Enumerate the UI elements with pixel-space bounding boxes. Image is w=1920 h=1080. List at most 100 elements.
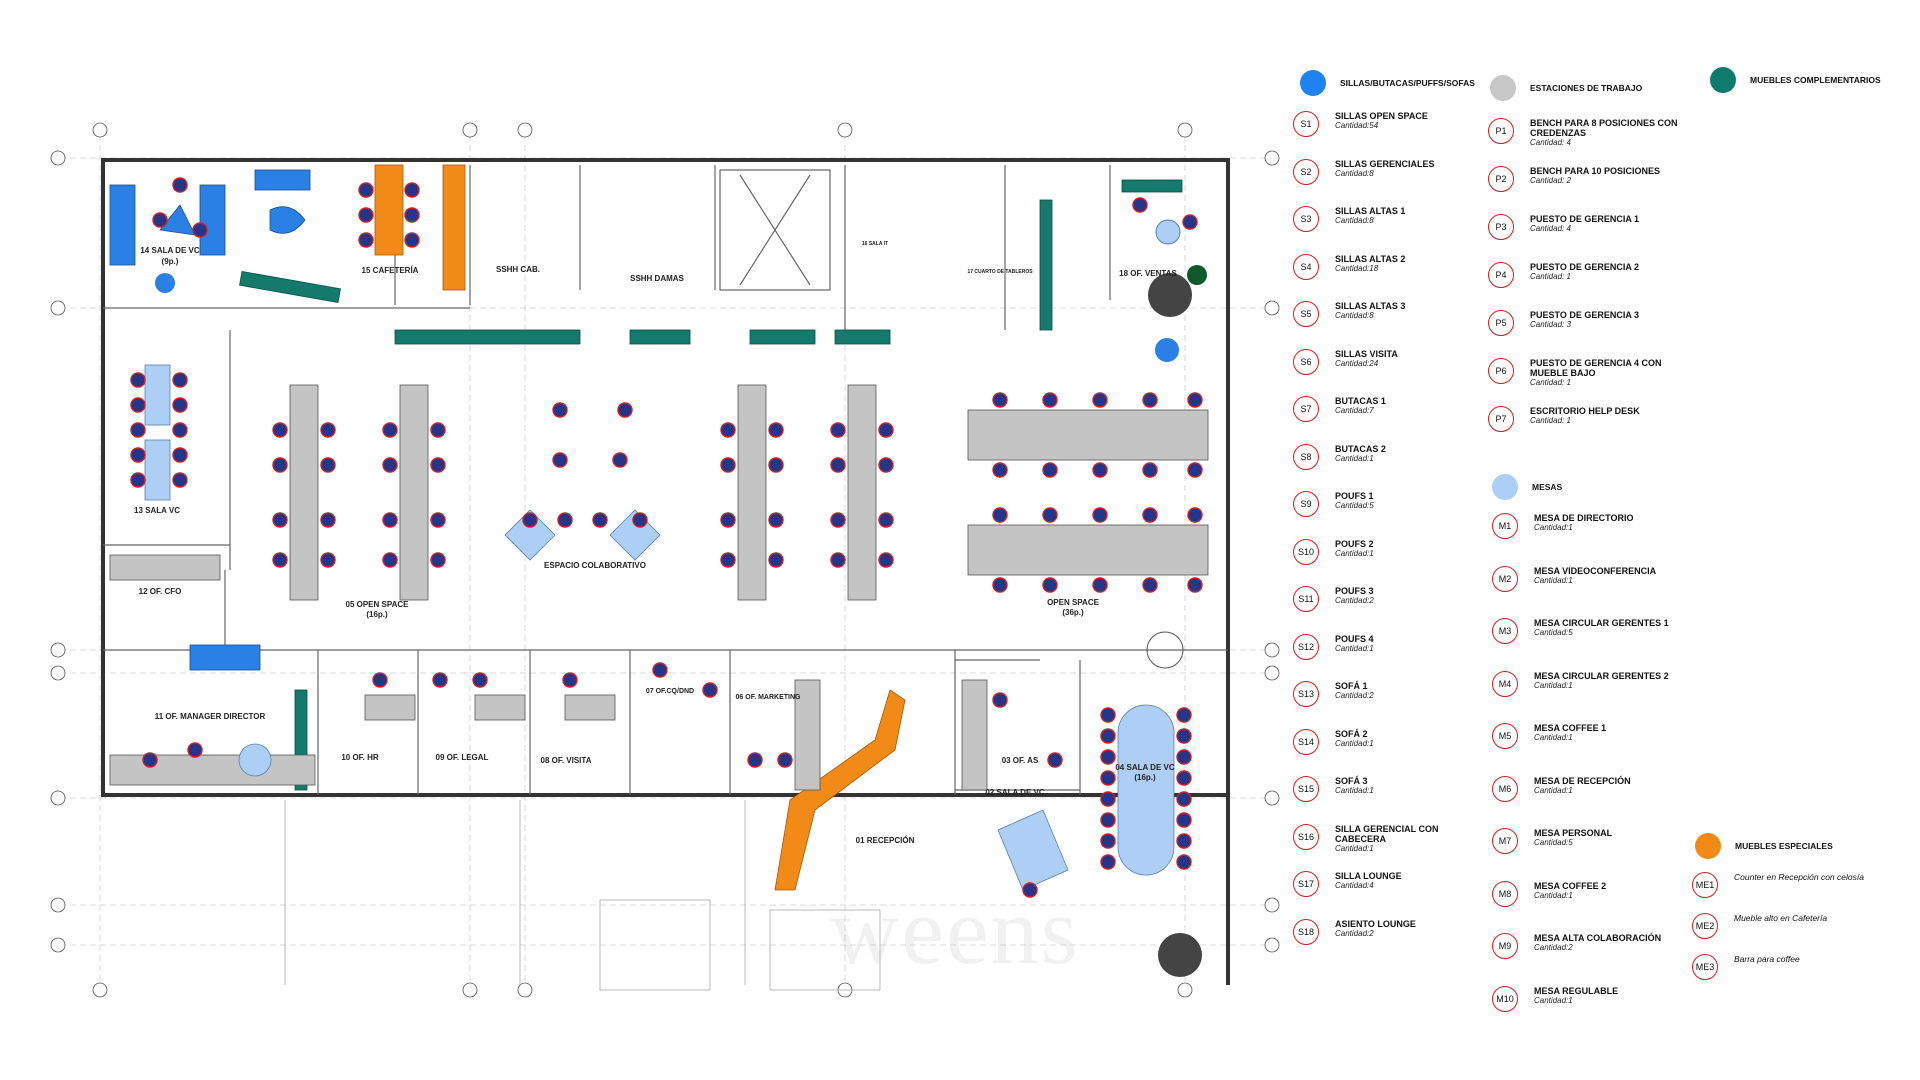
chair-marker	[992, 577, 1008, 593]
room-06-label: 06 OF. MARKETING	[736, 694, 802, 701]
chair-marker	[1100, 749, 1116, 765]
chair-marker	[612, 452, 628, 468]
chair-marker	[1092, 577, 1108, 593]
chair-marker	[1100, 728, 1116, 744]
furniture-teal	[239, 179, 1183, 791]
chair-marker	[272, 512, 288, 528]
chair-marker	[430, 422, 446, 438]
interior-walls	[103, 165, 1228, 795]
room-sshh-cab-label: SSHH CAB.	[496, 265, 540, 274]
chair-marker	[562, 672, 578, 688]
chair-markers	[130, 177, 1203, 898]
chair-marker	[1182, 214, 1198, 230]
chair-marker	[1142, 507, 1158, 523]
room-14-label: 14 SALA DE VC	[140, 246, 199, 255]
chair-marker	[320, 422, 336, 438]
chair-marker	[130, 397, 146, 413]
chair-marker	[272, 422, 288, 438]
chair-marker	[552, 452, 568, 468]
chair-marker	[1100, 707, 1116, 723]
chair-marker	[1176, 833, 1192, 849]
chair-marker	[1100, 770, 1116, 786]
chair-marker	[557, 512, 573, 528]
chair-marker	[878, 512, 894, 528]
chair-marker	[1187, 577, 1203, 593]
chair-marker	[617, 402, 633, 418]
chair-marker	[592, 512, 608, 528]
chair-marker	[152, 212, 168, 228]
chair-marker	[702, 682, 718, 698]
chair-marker	[1100, 812, 1116, 828]
exterior-walls	[101, 158, 1230, 985]
room-02-label: 02 SALA DE VC	[985, 788, 1044, 797]
room-04-label: 04 SALA DE VC	[1115, 763, 1174, 772]
chair-marker	[830, 422, 846, 438]
chair-marker	[768, 422, 784, 438]
chair-marker	[1022, 882, 1038, 898]
chair-marker	[992, 507, 1008, 523]
chair-marker	[1042, 577, 1058, 593]
chair-marker	[1176, 791, 1192, 807]
chair-marker	[172, 177, 188, 193]
chair-marker	[652, 662, 668, 678]
chair-marker	[1176, 812, 1192, 828]
chair-marker	[382, 457, 398, 473]
chair-marker	[320, 552, 336, 568]
chair-marker	[1042, 507, 1058, 523]
room-05-label: 05 OPEN SPACE	[346, 600, 410, 609]
chair-marker	[1176, 707, 1192, 723]
room-08-label: 08 OF. VISITA	[541, 756, 592, 765]
room-04-capacity: (16p.)	[1134, 773, 1156, 782]
chair-marker	[130, 422, 146, 438]
chair-marker	[1176, 728, 1192, 744]
room-03-label: 03 OF. AS	[1002, 756, 1039, 765]
chair-marker	[130, 472, 146, 488]
room-01-label: 01 RECEPCIÓN	[856, 836, 915, 845]
chair-marker	[1100, 833, 1116, 849]
chair-marker	[320, 512, 336, 528]
furniture-blue	[109, 169, 311, 671]
chair-marker	[1142, 392, 1158, 408]
chair-marker	[472, 672, 488, 688]
room-18-label: 18 OF. VENTAS	[1119, 269, 1177, 278]
chair-marker	[358, 182, 374, 198]
chair-marker	[1176, 770, 1192, 786]
chair-marker	[1092, 507, 1108, 523]
chair-marker	[720, 457, 736, 473]
chair-marker	[172, 472, 188, 488]
chair-marker	[430, 552, 446, 568]
room-14-capacity: (9p.)	[162, 257, 179, 266]
chair-marker	[720, 512, 736, 528]
chair-marker	[992, 392, 1008, 408]
chair-marker	[777, 752, 793, 768]
chair-marker	[1142, 577, 1158, 593]
chair-marker	[192, 222, 208, 238]
chair-marker	[1187, 462, 1203, 478]
open-space-capacity: (36p.)	[1062, 608, 1084, 617]
chair-marker	[878, 457, 894, 473]
chair-marker	[992, 692, 1008, 708]
chair-marker	[768, 457, 784, 473]
chair-marker	[432, 672, 448, 688]
chair-marker	[1132, 197, 1148, 213]
chair-marker	[404, 182, 420, 198]
chair-marker	[522, 512, 538, 528]
open-space-label: OPEN SPACE	[1047, 598, 1100, 607]
chair-marker	[320, 457, 336, 473]
chair-marker	[382, 552, 398, 568]
chair-marker	[720, 552, 736, 568]
chair-marker	[172, 372, 188, 388]
room-15-label: 15 CAFETERÍA	[362, 266, 419, 275]
chair-marker	[830, 552, 846, 568]
chair-marker	[1042, 462, 1058, 478]
chair-marker	[130, 372, 146, 388]
chair-marker	[720, 422, 736, 438]
room-13-label: 13 SALA VC	[134, 506, 180, 515]
chair-marker	[1092, 392, 1108, 408]
chair-marker	[272, 552, 288, 568]
furniture-orange	[374, 164, 906, 891]
room-12-label: 12 OF. CFO	[139, 587, 182, 596]
collab-label: ESPACIO COLABORATIVO	[544, 561, 646, 570]
